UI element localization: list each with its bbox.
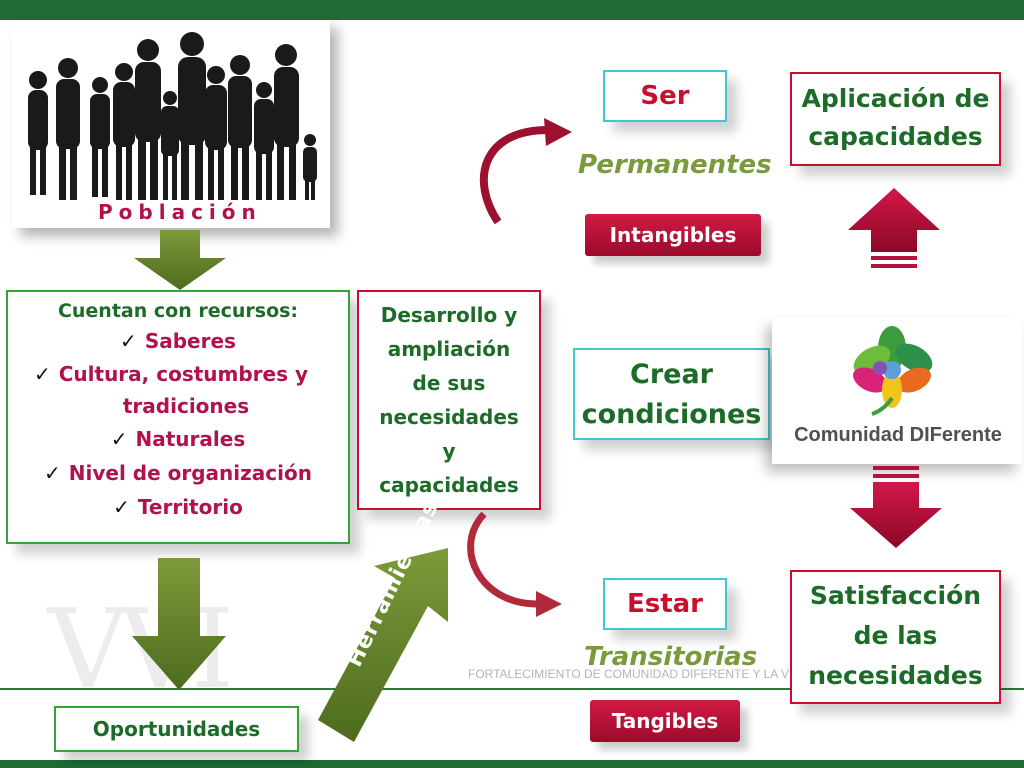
- population-image: Población: [12, 20, 330, 228]
- comunidad-diferente-logo: Comunidad DIFerente: [772, 318, 1022, 464]
- estar-box: Estar: [603, 578, 727, 630]
- footer-line: [0, 688, 1024, 690]
- satisfaccion-line: necesidades: [808, 661, 983, 690]
- list-item-label: Nivel de organización: [68, 461, 312, 485]
- top-bar: [0, 0, 1024, 20]
- crear-condiciones-box: Crear condiciones: [573, 348, 770, 440]
- transitorias-label: Transitorias: [584, 642, 758, 672]
- checkmark-icon: ✓: [120, 329, 137, 353]
- flower-logo-icon: [853, 326, 933, 416]
- list-item: ✓ Cultura, costumbres y tradiciones: [8, 358, 348, 422]
- recursos-heading: Cuentan con recursos:: [57, 300, 299, 322]
- list-item-label: Cultura, costumbres y tradiciones: [58, 362, 309, 418]
- permanentes-label: Permanentes: [578, 150, 772, 180]
- ser-box: Ser: [603, 70, 727, 122]
- logo-text: Comunidad DIFerente: [794, 424, 1002, 446]
- bottom-bar: [0, 760, 1024, 768]
- herramientas-label: Herramientas: [342, 496, 444, 671]
- crear-line: Crear: [630, 359, 713, 390]
- poblacion-label: Población: [98, 200, 262, 224]
- checkmark-icon: ✓: [33, 362, 51, 386]
- curved-arrow-estar-icon: [467, 511, 541, 608]
- crear-line: condiciones: [581, 399, 762, 430]
- checkmark-icon: ✓: [44, 461, 61, 485]
- list-item: ✓ Nivel de organización: [8, 456, 348, 490]
- desarrollo-line: de sus: [412, 371, 486, 395]
- desarrollo-line: capacidades: [379, 473, 519, 497]
- list-item-label: Naturales: [135, 427, 246, 451]
- curved-arrow-ser-icon: [479, 126, 549, 225]
- people-silhouettes-icon: [28, 32, 317, 200]
- recursos-box: Cuentan con recursos: ✓ Saberes ✓ Cultura,…: [6, 290, 350, 544]
- watermark: VVI: [48, 585, 234, 713]
- checkmark-icon: ✓: [110, 427, 128, 451]
- satisfaccion-line: Satisfacción: [809, 581, 982, 610]
- list-item-label: Territorio: [137, 495, 243, 519]
- desarrollo-line: necesidades: [379, 405, 519, 429]
- aplicacion-line: Aplicación de: [801, 84, 990, 113]
- list-item-label: Saberes: [144, 329, 236, 353]
- desarrollo-line: ampliación: [387, 337, 511, 361]
- footer-text: FORTALECIMIENTO DE COMUNIDAD DIFERENTE Y…: [468, 667, 837, 681]
- list-item: ✓ Saberes: [8, 324, 348, 358]
- list-item: ✓ Naturales: [8, 422, 348, 456]
- arrow-up-aplicacion-icon: [848, 188, 940, 252]
- satisfaccion-line: de las: [853, 621, 938, 650]
- satisfaccion-box: Satisfacción de las necesidades: [790, 570, 1001, 704]
- checkmark-icon: ✓: [113, 495, 130, 519]
- intangibles-tag: Intangibles: [585, 214, 761, 256]
- aplicacion-box: Aplicación de capacidades: [790, 72, 1001, 166]
- arrow-down-poblacion-icon: [134, 230, 226, 290]
- tangibles-tag: Tangibles: [590, 700, 740, 742]
- desarrollo-box: Desarrollo y ampliación de sus necesidad…: [357, 290, 541, 510]
- arrow-down-satisfaccion-icon: [850, 482, 942, 548]
- aplicacion-line: capacidades: [808, 122, 983, 151]
- list-item: ✓ Territorio: [8, 490, 348, 524]
- desarrollo-line: y: [442, 439, 456, 463]
- desarrollo-line: Desarrollo y: [380, 303, 518, 327]
- recursos-list: ✓ Saberes ✓ Cultura, costumbres y tradicio…: [8, 324, 348, 524]
- oportunidades-box: Oportunidades: [54, 706, 299, 752]
